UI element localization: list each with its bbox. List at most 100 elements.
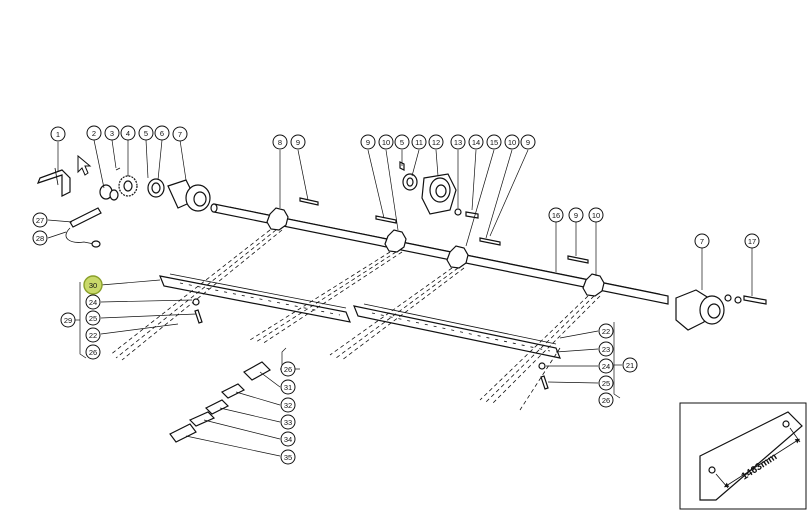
callout-c8[interactable]: 8 [272, 134, 288, 150]
cursor-arrow-icon [77, 154, 92, 176]
callout-c10a[interactable]: 10 [378, 134, 394, 150]
callout-c23[interactable]: 23 [598, 341, 614, 357]
sprocket-1 [266, 207, 289, 231]
callout-label: 9 [296, 138, 300, 147]
callout-label: 25 [602, 379, 610, 388]
callout-label: 16 [552, 211, 560, 220]
inset-box: 1463mm [679, 402, 807, 510]
callout-c2[interactable]: 2 [86, 125, 102, 141]
callout-c31[interactable]: 31 [280, 379, 296, 395]
callout-c9b[interactable]: 9 [360, 134, 376, 150]
callout-c9d[interactable]: 9 [568, 207, 584, 223]
callout-c7a[interactable]: 7 [172, 126, 188, 142]
callout-c10c[interactable]: 10 [588, 207, 604, 223]
callout-label: 26 [89, 348, 97, 357]
gear-part-4 [118, 175, 138, 197]
callout-c29[interactable]: 29 [60, 312, 76, 328]
chain-link-34 [188, 411, 216, 427]
callout-label: 7 [178, 130, 182, 139]
callout-c24a[interactable]: 24 [85, 294, 101, 310]
callout-c9c[interactable]: 9 [520, 134, 536, 150]
callout-c15[interactable]: 15 [486, 134, 502, 150]
callout-c4[interactable]: 4 [120, 125, 136, 141]
pin-d [567, 255, 589, 264]
callout-label: 10 [382, 138, 390, 147]
callout-label: 31 [284, 383, 292, 392]
nut-part-13 [454, 208, 462, 216]
callout-c5a[interactable]: 5 [138, 125, 154, 141]
callout-label: 10 [508, 138, 516, 147]
callout-c13[interactable]: 13 [450, 134, 466, 150]
flange-housing-right [675, 289, 725, 331]
callout-c34[interactable]: 34 [280, 431, 296, 447]
callout-label: 9 [526, 138, 530, 147]
bolt-part-15 [465, 211, 479, 219]
callout-c25b[interactable]: 25 [598, 375, 614, 391]
callout-c14[interactable]: 14 [468, 134, 484, 150]
callout-c1[interactable]: 1 [50, 126, 66, 142]
callout-c17[interactable]: 17 [744, 233, 760, 249]
chain-link-33 [204, 399, 230, 415]
main-shaft [210, 203, 669, 305]
callout-label: 23 [602, 345, 610, 354]
callout-c26c[interactable]: 26 [598, 392, 614, 408]
callout-c5b[interactable]: 5 [394, 134, 410, 150]
bearing-housing-part-12 [421, 173, 457, 215]
callout-c32[interactable]: 32 [280, 397, 296, 413]
callout-label: 17 [748, 237, 756, 246]
callout-label: 6 [160, 129, 164, 138]
pin-c [479, 237, 501, 246]
callout-label: 32 [284, 401, 292, 410]
callout-label: 3 [110, 129, 114, 138]
rail-right [353, 303, 561, 359]
callout-label: 24 [602, 362, 610, 371]
callout-label: 22 [602, 327, 610, 336]
callout-label: 24 [89, 298, 97, 307]
callout-label: 10 [592, 211, 600, 220]
bearing-part-6 [147, 178, 165, 198]
bracket-part-1 [36, 167, 71, 197]
callout-c12[interactable]: 12 [428, 134, 444, 150]
callout-c26b[interactable]: 26 [280, 361, 296, 377]
callout-c10b[interactable]: 10 [504, 134, 520, 150]
callout-c6[interactable]: 6 [154, 125, 170, 141]
callout-c7b[interactable]: 7 [694, 233, 710, 249]
callout-label: 4 [126, 129, 130, 138]
callout-label: 11 [415, 138, 423, 147]
screw-left [192, 298, 203, 324]
sprocket-small [99, 167, 121, 201]
callout-label: 15 [490, 138, 498, 147]
callout-c9a[interactable]: 9 [290, 134, 306, 150]
cable-part-28 [65, 227, 101, 248]
callout-c16[interactable]: 16 [548, 207, 564, 223]
callout-label: 21 [626, 361, 634, 370]
bearing-part-11 [399, 161, 418, 191]
callout-c22a[interactable]: 22 [85, 327, 101, 343]
callout-c30-highlighted[interactable]: 30 [83, 275, 103, 295]
callout-c11[interactable]: 11 [411, 134, 427, 150]
chain-link-32 [220, 383, 246, 399]
chain-link-31 [243, 361, 271, 381]
callout-label: 9 [366, 138, 370, 147]
bolt-part-17 [743, 295, 767, 305]
callout-label: 13 [454, 138, 462, 147]
callout-c21[interactable]: 21 [622, 357, 638, 373]
callout-c27[interactable]: 27 [32, 212, 48, 228]
callout-label: 9 [574, 211, 578, 220]
callout-c25a[interactable]: 25 [85, 310, 101, 326]
callout-c22b[interactable]: 22 [598, 323, 614, 339]
callout-label: 7 [700, 237, 704, 246]
callout-c28[interactable]: 28 [32, 230, 48, 246]
callout-c35[interactable]: 35 [280, 449, 296, 465]
callout-c26a[interactable]: 26 [85, 344, 101, 360]
screw-right [538, 362, 549, 390]
washer-right [724, 294, 742, 304]
callout-label: 14 [472, 138, 480, 147]
callout-label: 28 [36, 234, 44, 243]
callout-c33[interactable]: 33 [280, 414, 296, 430]
sprocket-2 [384, 229, 407, 253]
callout-c24b[interactable]: 24 [598, 358, 614, 374]
callout-c3[interactable]: 3 [104, 125, 120, 141]
callout-label: 26 [602, 396, 610, 405]
